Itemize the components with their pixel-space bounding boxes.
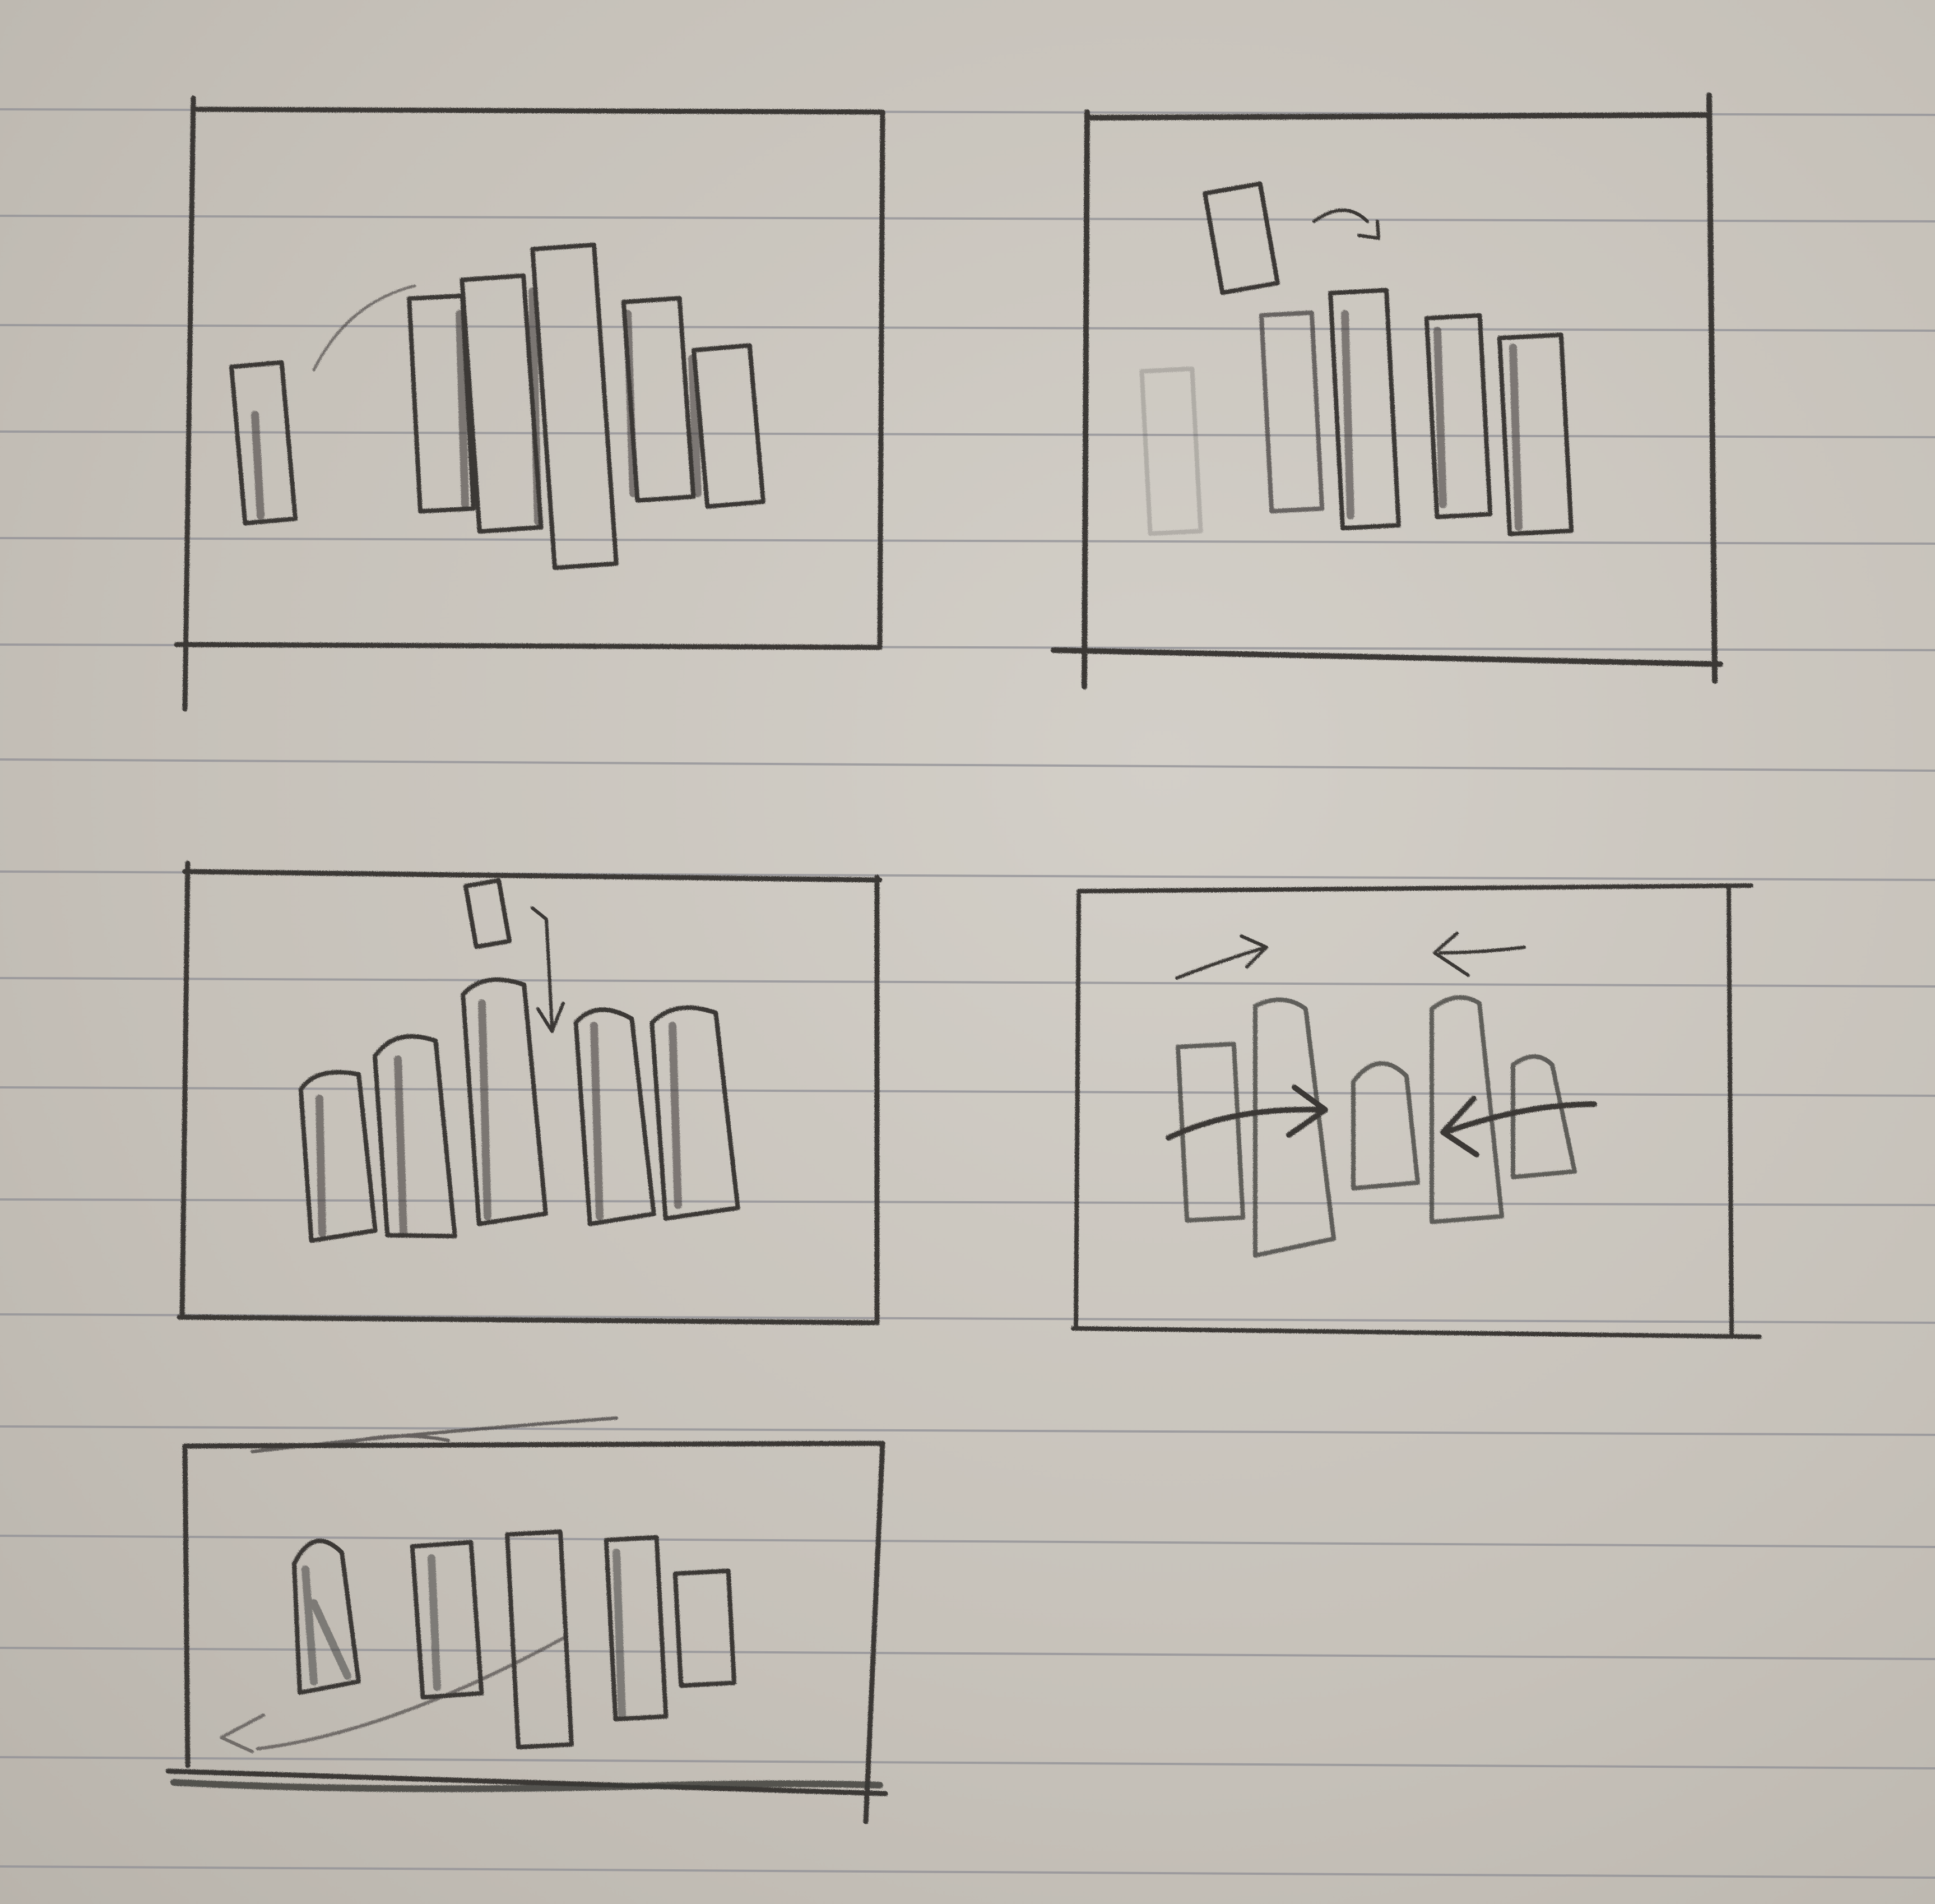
ruled-lines [0, 108, 1935, 1879]
panel-2-lift-arrow [1312, 209, 1380, 240]
panel-3-shading [315, 999, 682, 1237]
panel-5 [165, 1416, 888, 1824]
panel-4 [1071, 883, 1762, 1339]
panel-1-frame [174, 95, 885, 712]
panel-3-drop-arrow [531, 906, 565, 1033]
panel-5-bars [292, 1529, 737, 1750]
panel-4-arrow-left [1440, 1096, 1597, 1157]
panel-2 [1051, 92, 1723, 689]
panel-1-bars [229, 242, 766, 571]
panel-5-frame [165, 1440, 888, 1824]
panel-2-frame [1051, 92, 1723, 689]
panel-4-top-arrow-right [1175, 934, 1268, 980]
panel-5-wave-top [250, 1416, 618, 1453]
panel-3-frame [177, 860, 883, 1326]
panel-4-arrow-right [1166, 1085, 1328, 1141]
panel-1 [174, 95, 885, 712]
panel-1-arc-arrow [312, 284, 416, 372]
panel-4-frame [1071, 883, 1762, 1339]
panel-4-top-arrow-left [1433, 932, 1526, 977]
panel-2-shading [1341, 310, 1523, 531]
panel-5-shading [301, 1549, 626, 1719]
panel-2-bars [1139, 181, 1574, 536]
panel-5-wave-bottom [170, 1779, 883, 1792]
panel-4-bars [1175, 995, 1577, 1258]
panel-3-bars [298, 878, 740, 1243]
panel-3 [177, 860, 883, 1326]
panel-5-sweep-arrow [220, 1635, 568, 1753]
panel-1-shading [251, 288, 702, 525]
